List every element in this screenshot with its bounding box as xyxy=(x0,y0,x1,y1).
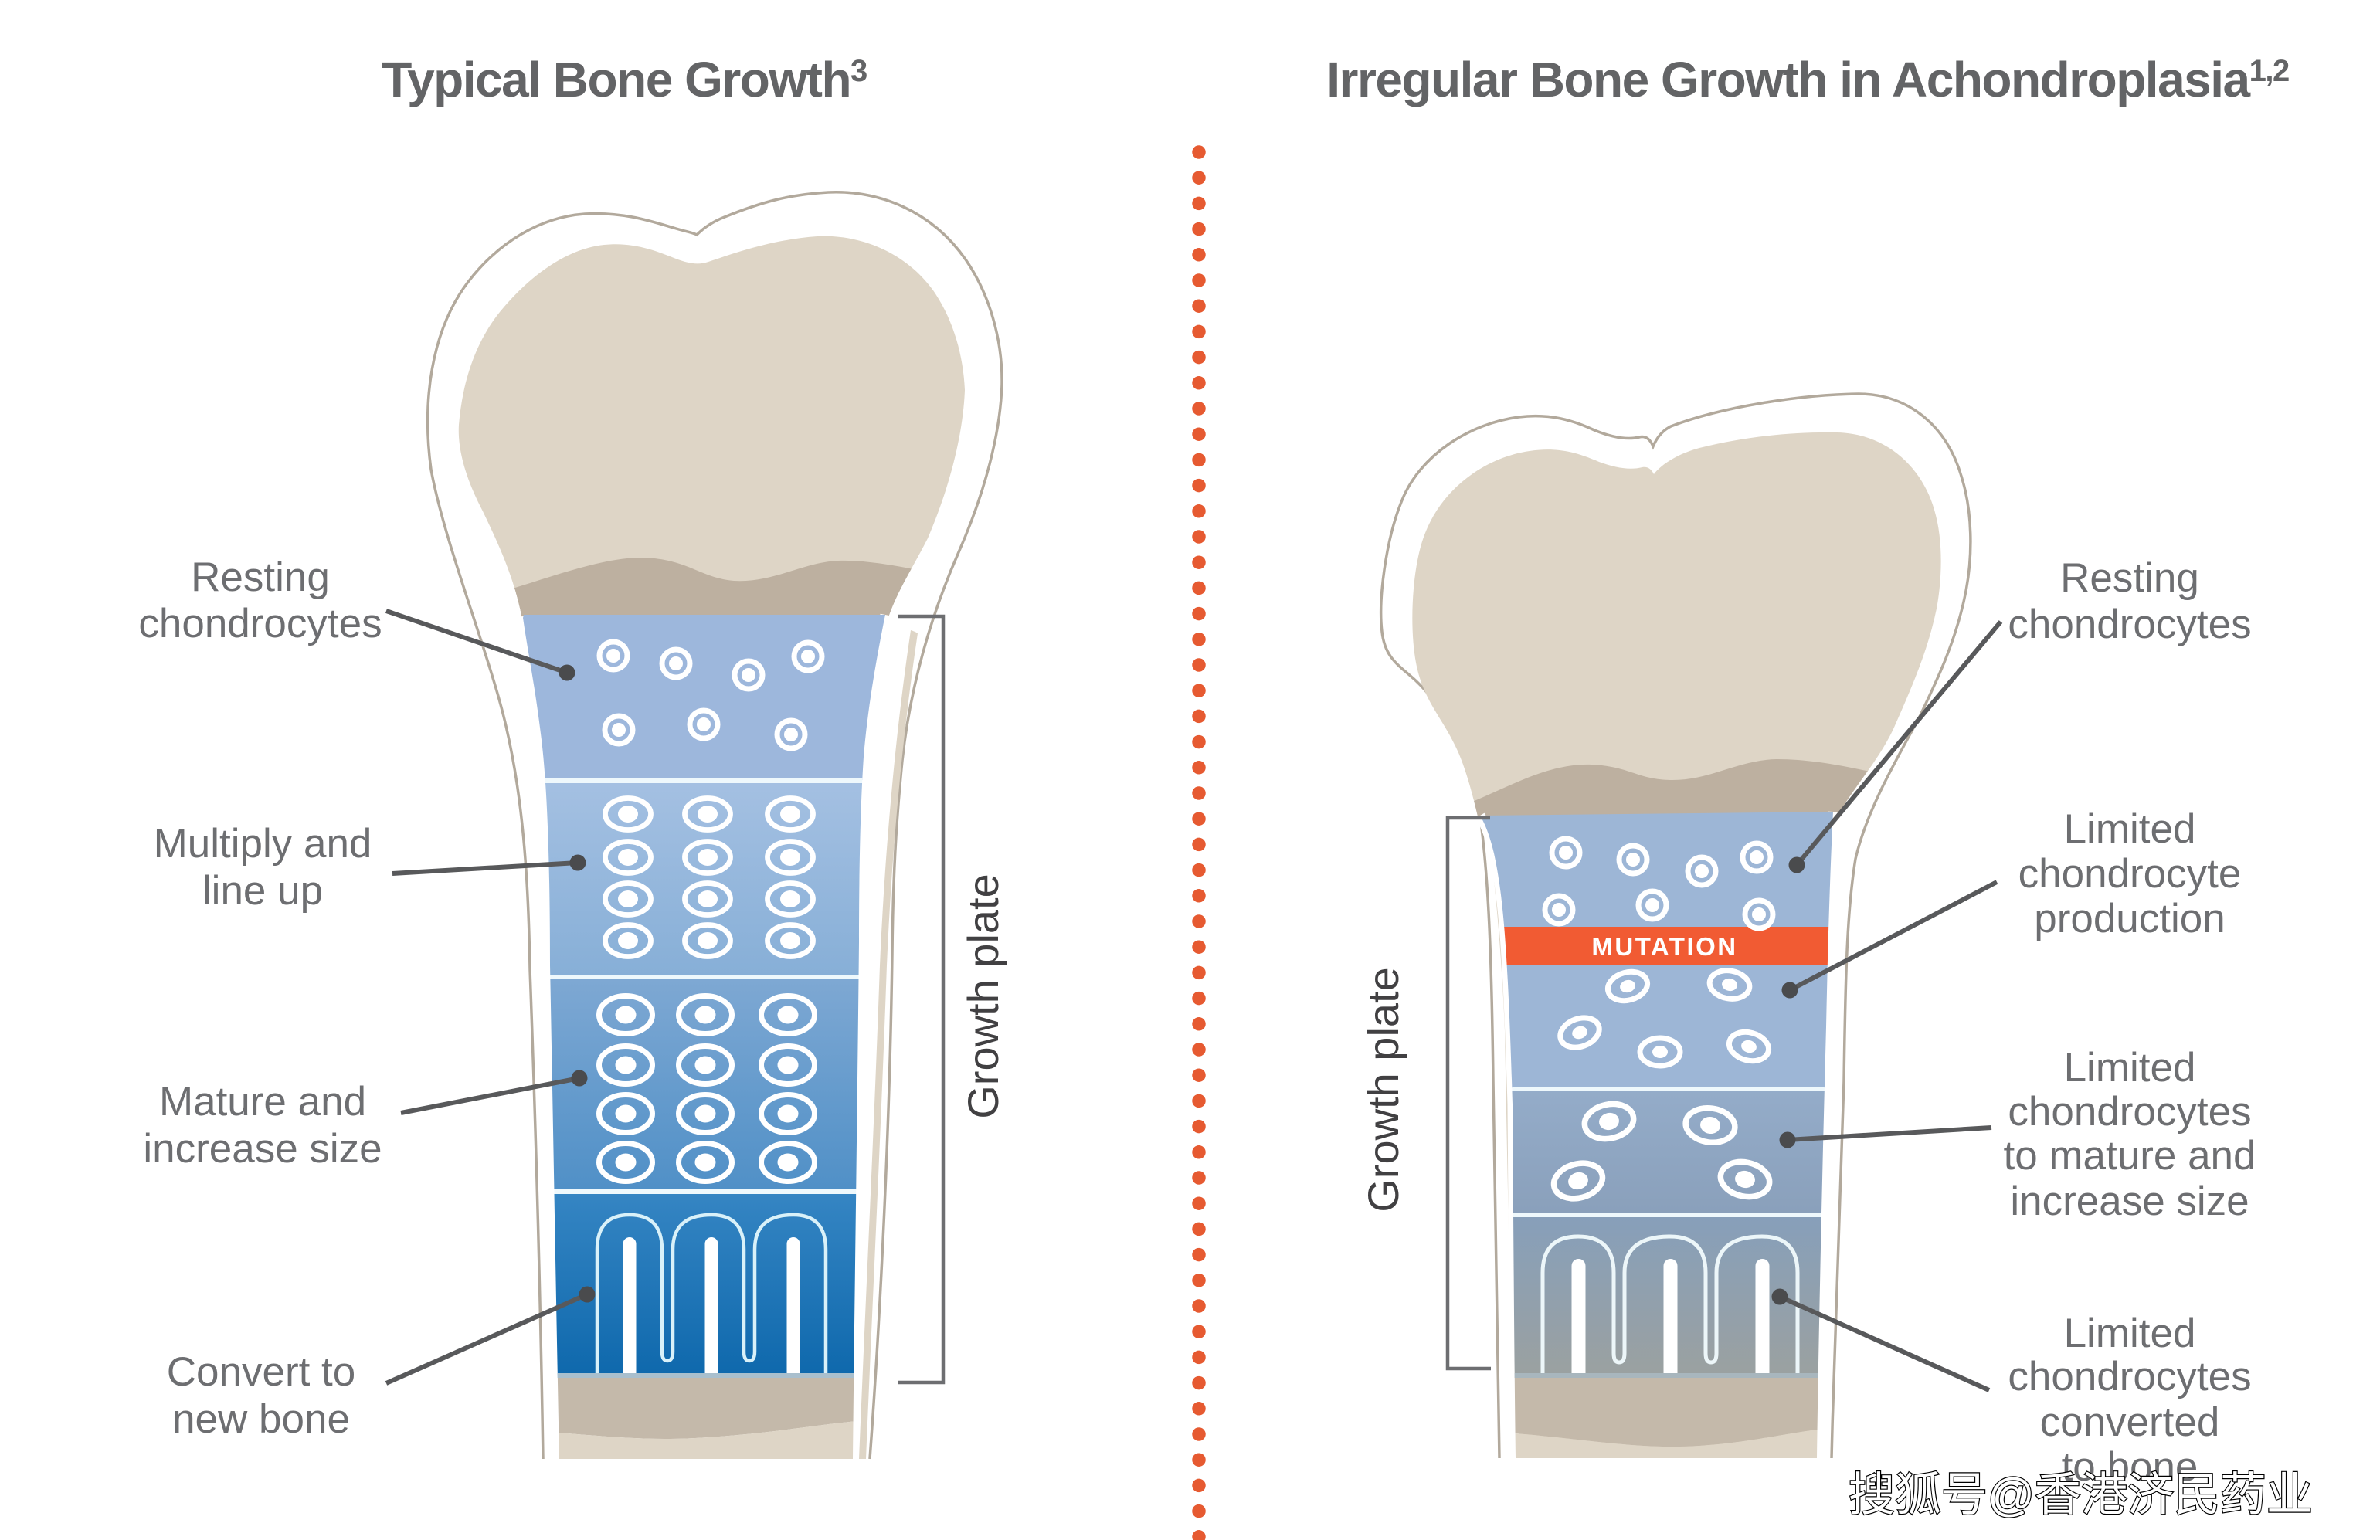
svg-text:Limited: Limited xyxy=(2064,806,2196,852)
svg-text:Convert to: Convert to xyxy=(167,1349,356,1395)
svg-text:Typical Bone Growth3: Typical Bone Growth3 xyxy=(382,52,867,107)
svg-text:chondrocyte: chondrocyte xyxy=(2018,851,2242,897)
svg-text:Irregular Bone Growth in Achon: Irregular Bone Growth in Achondroplasia1… xyxy=(1326,52,2289,107)
svg-text:Resting: Resting xyxy=(191,555,330,600)
svg-text:chondrocytes: chondrocytes xyxy=(2008,602,2251,647)
svg-text:Mature and: Mature and xyxy=(159,1079,366,1124)
svg-text:chondrocytes: chondrocytes xyxy=(2008,1354,2251,1399)
svg-text:Growth plate: Growth plate xyxy=(959,873,1007,1119)
svg-text:Growth plate: Growth plate xyxy=(1359,967,1407,1213)
svg-text:new bone: new bone xyxy=(172,1396,350,1442)
svg-text:MUTATION: MUTATION xyxy=(1591,932,1737,961)
svg-text:line up: line up xyxy=(202,868,323,914)
svg-text:Limited: Limited xyxy=(2064,1045,2196,1091)
svg-text:Multiply and: Multiply and xyxy=(154,821,372,867)
svg-text:chondrocytes: chondrocytes xyxy=(138,601,382,646)
svg-text:Limited: Limited xyxy=(2064,1311,2196,1356)
svg-text:to mature and: to mature and xyxy=(2003,1133,2256,1179)
svg-text:chondrocytes: chondrocytes xyxy=(2008,1089,2251,1135)
svg-text:to bone: to bone xyxy=(2062,1444,2198,1490)
svg-text:increase size: increase size xyxy=(2010,1179,2249,1224)
svg-text:increase size: increase size xyxy=(143,1126,382,1172)
svg-text:搜狐号@香港济民药业: 搜狐号@香港济民药业 xyxy=(1849,1469,2313,1521)
svg-text:converted: converted xyxy=(2040,1399,2220,1445)
svg-text:Resting: Resting xyxy=(2060,555,2199,601)
svg-text:production: production xyxy=(2034,896,2226,941)
